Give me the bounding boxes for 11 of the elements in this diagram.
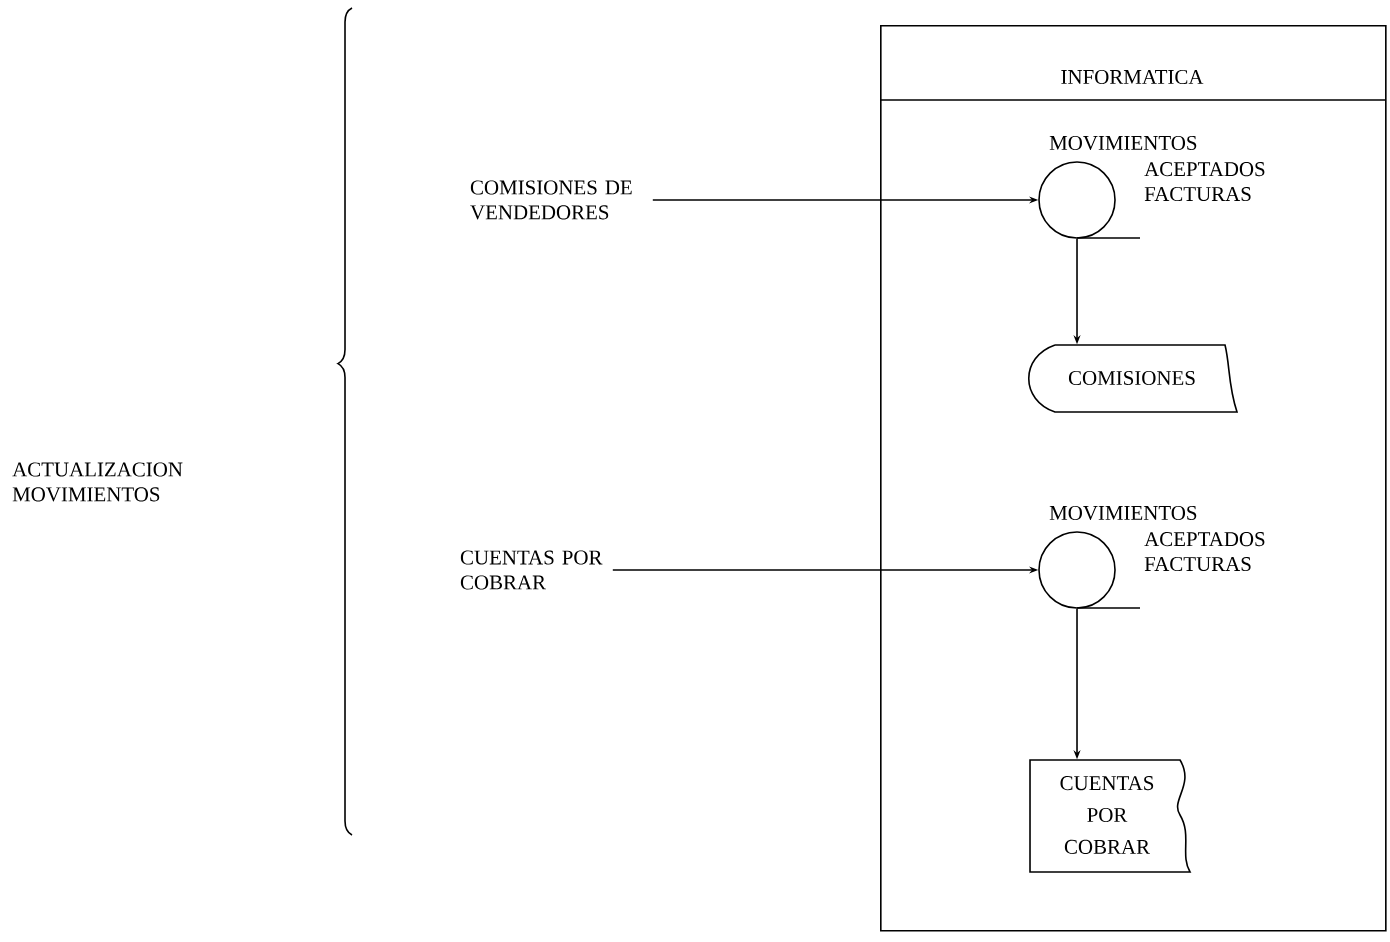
process-caption: MOVIMIENTOS <box>1049 505 1197 521</box>
data-store: CUENTAS POR COBRAR <box>1029 759 1191 873</box>
process-circle <box>1038 531 1141 609</box>
process-circle <box>1038 161 1141 239</box>
flow-label: CUENTAS POR COBRAR <box>460 550 603 590</box>
process-caption: ACEPTADOS FACTURAS <box>1144 162 1265 202</box>
data-store: COMISIONES <box>1027 344 1238 413</box>
process-caption: MOVIMIENTOS <box>1049 135 1197 151</box>
section-label: ACTUALIZACION MOVIMIENTOS <box>12 462 183 502</box>
flow-label: COMISIONES DE VENDEDORES <box>470 180 632 220</box>
process-caption: ACEPTADOS FACTURAS <box>1144 532 1265 572</box>
